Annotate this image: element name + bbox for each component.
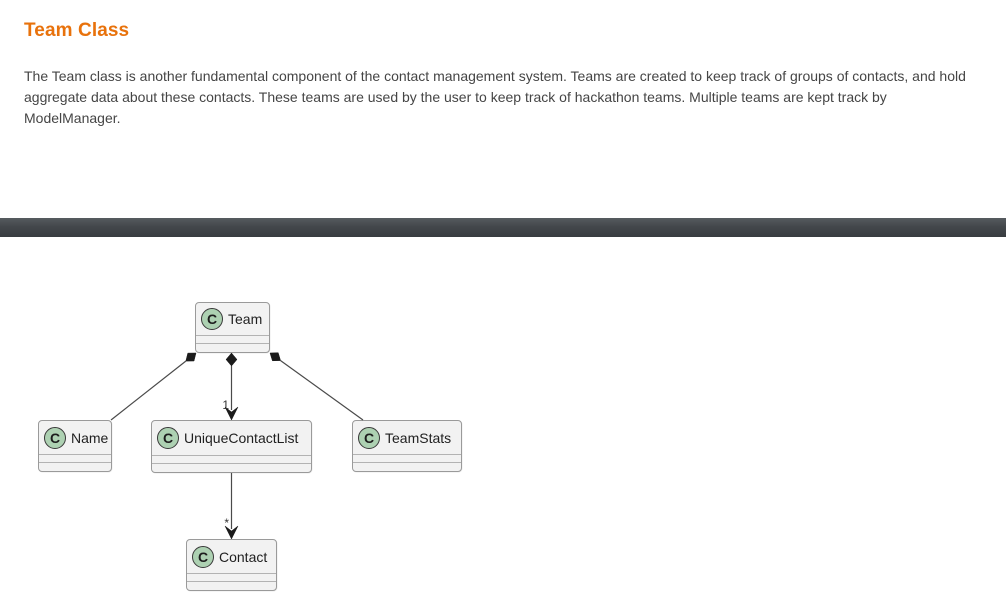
- class-title-row: C Team: [196, 303, 269, 335]
- association-edge-uniquecontactlist-contact: *: [224, 473, 239, 540]
- class-box-teamstats: C TeamStats: [352, 420, 462, 472]
- class-box-uniquecontactlist: C UniqueContactList: [151, 420, 312, 473]
- class-name-label: UniqueContactList: [184, 430, 299, 446]
- paragraph-line: The Team class is another fundamental co…: [24, 68, 966, 84]
- multiplicity-label: *: [224, 516, 229, 530]
- composition-diamond-icon: [225, 352, 238, 367]
- class-title-row: C Contact: [187, 540, 276, 573]
- class-fields-compartment: [187, 573, 276, 581]
- class-box-name: C Name: [38, 420, 112, 472]
- class-c-icon: C: [358, 426, 380, 449]
- composition-edge-team-name: [110, 352, 197, 421]
- paragraph-line: ModelManager.: [24, 110, 121, 126]
- section-divider-bar: [0, 218, 1006, 237]
- class-name-label: Team: [228, 311, 263, 327]
- paragraph-line: aggregate data about these contacts. The…: [24, 89, 887, 105]
- class-methods-compartment: [353, 462, 461, 471]
- arrowhead-icon: [224, 406, 239, 421]
- class-name-label: Name: [71, 429, 109, 446]
- composition-edge-team-uniquecontactlist: 1: [222, 352, 239, 421]
- class-c-icon: C: [44, 426, 66, 449]
- class-methods-compartment: [152, 463, 311, 472]
- class-methods-compartment: [196, 343, 269, 352]
- class-title-row: C UniqueContactList: [152, 421, 311, 455]
- class-box-team: C Team: [195, 302, 270, 353]
- class-c-icon: C: [201, 308, 223, 330]
- composition-diamond-icon: [269, 352, 281, 362]
- class-fields-compartment: [39, 454, 111, 462]
- class-methods-compartment: [187, 581, 276, 590]
- class-methods-compartment: [39, 462, 111, 471]
- composition-edge-team-teamstats: [269, 352, 364, 421]
- multiplicity-label: 1: [222, 398, 229, 412]
- class-box-contact: C Contact: [186, 539, 277, 591]
- class-name-label: Contact: [219, 548, 268, 565]
- class-fields-compartment: [196, 335, 269, 343]
- class-c-icon: C: [192, 545, 214, 568]
- arrowhead-icon: [224, 525, 239, 540]
- class-fields-compartment: [152, 455, 311, 463]
- page-title: Team Class: [24, 20, 130, 41]
- doc-paragraph: The Team class is another fundamental co…: [24, 66, 984, 129]
- uml-class-diagram: C Team C Name C UniqueContactList C Team…: [0, 260, 510, 613]
- class-fields-compartment: [353, 454, 461, 462]
- composition-diamond-icon: [185, 352, 197, 362]
- class-title-row: C Name: [39, 421, 111, 454]
- class-title-row: C TeamStats: [353, 421, 461, 454]
- class-c-icon: C: [157, 427, 179, 449]
- class-name-label: TeamStats: [385, 429, 452, 446]
